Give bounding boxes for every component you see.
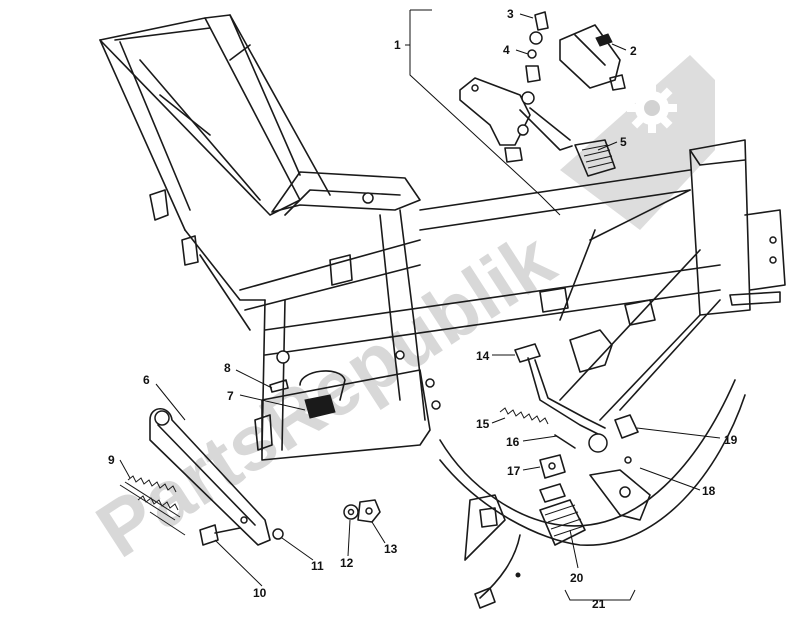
callout-8: 8 bbox=[224, 361, 231, 375]
part-5-spring bbox=[574, 139, 616, 177]
part-10-bolt bbox=[199, 524, 241, 546]
part-17-plate bbox=[539, 454, 566, 479]
callout-16: 16 bbox=[506, 435, 520, 449]
watermark-logo-shape bbox=[560, 55, 715, 230]
callout-2: 2 bbox=[630, 44, 637, 58]
part-11-nut bbox=[272, 528, 284, 540]
callout-3: 3 bbox=[507, 7, 514, 21]
part-12-washer bbox=[343, 504, 359, 520]
motorcycle-frame bbox=[99, 14, 786, 561]
part-20-connector bbox=[539, 483, 586, 546]
part-8-pin bbox=[269, 379, 289, 393]
callout-1: 1 bbox=[394, 38, 401, 52]
callout-9: 9 bbox=[108, 453, 115, 467]
part-2-switch bbox=[559, 24, 626, 91]
part-13-nut bbox=[357, 499, 381, 523]
callout-7: 7 bbox=[227, 389, 234, 403]
callout-12: 12 bbox=[340, 556, 354, 570]
callout-15: 15 bbox=[476, 417, 490, 431]
part-19-switch bbox=[614, 414, 639, 439]
gear-icon bbox=[627, 83, 677, 133]
part-15-spring bbox=[499, 407, 549, 425]
callout-labels: 1 2 3 4 5 6 7 8 9 10 11 12 13 14 15 16 1… bbox=[108, 7, 738, 611]
callout-13: 13 bbox=[384, 542, 398, 556]
callout-10: 10 bbox=[253, 586, 267, 600]
callout-11: 11 bbox=[311, 559, 324, 573]
callout-5: 5 bbox=[620, 135, 627, 149]
part-14-lever bbox=[514, 343, 608, 453]
part-1-bracket bbox=[459, 77, 531, 163]
callout-19: 19 bbox=[724, 433, 738, 447]
part-21-harness bbox=[474, 534, 521, 609]
callout-18: 18 bbox=[702, 484, 716, 498]
callout-4: 4 bbox=[503, 43, 510, 57]
part-6-side-stand bbox=[149, 407, 271, 546]
callout-17: 17 bbox=[507, 464, 521, 478]
watermark: PartsRepublik bbox=[81, 55, 715, 574]
leader-lines bbox=[119, 9, 721, 601]
part-16-rod bbox=[554, 434, 576, 449]
callout-6: 6 bbox=[143, 373, 150, 387]
callout-20: 20 bbox=[570, 571, 584, 585]
part-3-screw bbox=[529, 11, 549, 45]
part-18-bracket bbox=[589, 456, 651, 521]
callout-21: 21 bbox=[592, 597, 606, 611]
part-7-footpeg bbox=[299, 370, 346, 419]
callout-14: 14 bbox=[476, 349, 490, 363]
part-9-springs bbox=[119, 475, 186, 536]
